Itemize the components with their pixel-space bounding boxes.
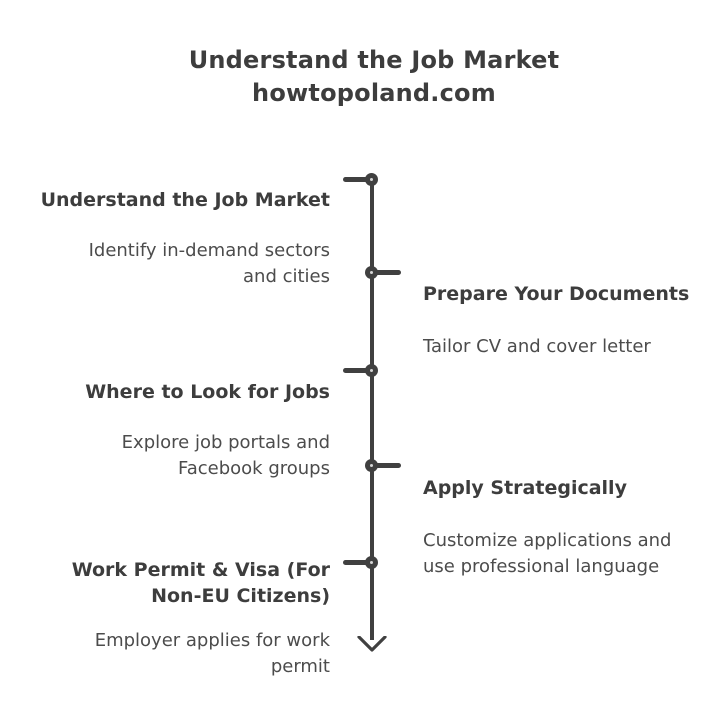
page-subtitle: howtopoland.com: [252, 79, 496, 107]
entry-description: Employer applies for work permit: [94, 630, 330, 677]
entry-description: Explore job portals and Facebook groups: [121, 432, 330, 479]
node-connector: [343, 368, 373, 373]
timeline-node: [365, 459, 378, 472]
title-block: Understand the Job Market howtopoland.co…: [14, 44, 720, 110]
timeline-entry-3: Where to Look for Jobs Explore job porta…: [0, 360, 330, 501]
node-connector: [343, 560, 373, 565]
node-connector: [371, 270, 401, 275]
entry-heading: Work Permit & Visa (For Non-EU Citizens): [71, 559, 330, 607]
entry-heading: Where to Look for Jobs: [85, 381, 330, 403]
entry-description: Tailor CV and cover letter: [423, 336, 651, 357]
arrow-down-icon: [357, 636, 387, 652]
timeline-entry-1: Understand the Job Market Identify in-de…: [0, 168, 330, 309]
entry-description: Identify in-demand sectors and cities: [88, 240, 330, 287]
timeline-node: [365, 364, 378, 377]
timeline-entry-5: Work Permit & Visa (For Non-EU Citizens)…: [0, 538, 330, 699]
timeline-node: [365, 173, 378, 186]
page-title: Understand the Job Market: [188, 46, 560, 74]
entry-heading: Understand the Job Market: [40, 189, 330, 211]
entry-description: Customize applications and use professio…: [423, 530, 672, 577]
entry-heading: Prepare Your Documents: [423, 283, 690, 305]
timeline-entry-4: Apply Strategically Customize applicatio…: [423, 456, 709, 599]
timeline-entry-2: Prepare Your Documents Tailor CV and cov…: [423, 262, 709, 379]
node-connector: [371, 463, 401, 468]
timeline-line: [370, 180, 374, 640]
node-connector: [343, 177, 373, 182]
timeline-node: [365, 556, 378, 569]
timeline-node: [365, 266, 378, 279]
entry-heading: Apply Strategically: [423, 477, 627, 499]
